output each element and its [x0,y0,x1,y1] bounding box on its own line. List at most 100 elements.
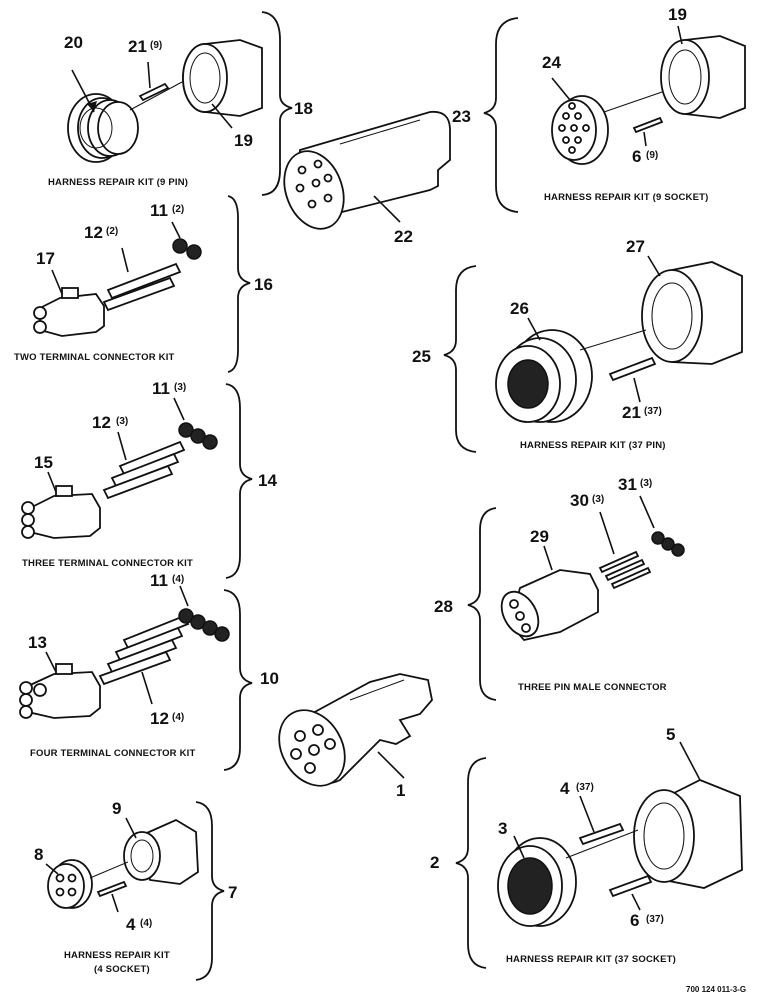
callout-12-c: 12 [150,709,169,728]
qty-12-3: (3) [116,416,128,427]
caption-four-terminal: FOUR TERMINAL CONNECTOR KIT [30,748,196,759]
kit-three-pin-male-group: 29 30 (3) 31 (3) THREE PIN MALE CONNECTO… [434,475,685,701]
part-20-receptacle [67,93,139,163]
caption-kit-9-pin: HARNESS REPAIR KIT (9 PIN) [48,177,188,188]
callout-11: 11 [150,201,168,220]
callout-29: 29 [530,527,549,546]
callout-31: 31 [618,475,637,494]
caption-kit-37-socket: HARNESS REPAIR KIT (37 SOCKET) [506,954,676,965]
brace-28 [467,507,497,701]
callout-15: 15 [34,453,53,472]
callout-21-b: 21 [622,403,641,422]
brace-14 [225,383,253,579]
callout-11-b: 11 [152,379,170,398]
callout-21: 21 [128,37,147,56]
part-17-connector [33,287,105,337]
qty-4-37: (37) [576,782,594,793]
qty-21-37: (37) [644,406,662,417]
caption-two-terminal: TWO TERMINAL CONNECTOR KIT [14,352,175,363]
drawing-reference: 700 124 011-3-G [686,985,746,994]
part-24-socket-insert [551,95,609,165]
part-1-plug-group: 1 [278,673,433,800]
qty-21: (9) [150,40,162,51]
callout-19-b: 19 [668,5,687,24]
callout-7: 7 [228,883,237,902]
part-19-shell [182,39,263,117]
callout-10: 10 [260,669,279,688]
caption-three-terminal: THREE TERMINAL CONNECTOR KIT [22,558,193,569]
callout-12-b: 12 [92,413,111,432]
part-12-terminals [102,262,182,312]
part-30-pins [598,550,652,590]
qty-6-9: (9) [646,150,658,161]
callout-12: 12 [84,223,103,242]
caption-kit-37-pin: HARNESS REPAIR KIT (37 PIN) [520,440,666,451]
brace-10 [223,589,253,771]
part-13-connector [19,663,101,719]
caption-kit-9-socket: HARNESS REPAIR KIT (9 SOCKET) [544,192,709,203]
callout-27: 27 [626,237,645,256]
callout-11-c: 11 [150,571,168,590]
brace-7 [195,801,225,981]
callout-4-b: 4 [126,915,136,934]
brace-2 [455,757,487,969]
callout-23: 23 [452,107,471,126]
kit-9-pin-group: 20 21 (9) 19 HARNESS REPAIR KIT (9 PIN) … [48,11,313,196]
callout-1: 1 [396,781,405,800]
part-12-terminals-b [102,440,186,500]
part-6-socket-contact [632,116,664,134]
part-31-seals [651,531,685,557]
qty-30-3: (3) [592,494,604,505]
part-12-terminals-c [98,614,190,686]
qty-11-2: (2) [172,204,184,215]
qty-12-4: (4) [172,712,184,723]
callout-6: 6 [632,147,641,166]
part-29-male-connector [500,569,599,641]
part-5-shell [633,779,743,889]
kit-two-terminal-group: 17 12 (2) 11 (2) TWO TERMINAL CONNECTOR … [14,195,273,373]
part-11-seals-c [178,608,230,642]
caption-kit-4-socket-line2: (4 SOCKET) [94,964,150,975]
caption-three-pin-male: THREE PIN MALE CONNECTOR [518,682,667,693]
part-26-receptacle [495,329,593,423]
brace-16 [227,195,251,373]
kit-four-terminal-group: 13 12 (4) 11 (4) FOUR TERMINAL CONNECTOR… [19,571,279,771]
kit-37-pin-group: 26 27 21 (37) HARNESS REPAIR KIT (37 PIN… [412,237,743,453]
qty-6-37: (37) [646,914,664,925]
callout-8: 8 [34,845,43,864]
brace-23 [483,17,519,213]
callout-9: 9 [112,799,121,818]
callout-6-b: 6 [630,911,639,930]
part-3-socket-insert [497,837,577,927]
kit-9-socket-group: 24 19 6 (9) HARNESS REPAIR KIT (9 SOCKET… [452,5,746,213]
qty-11-3: (3) [174,382,186,393]
part-15-connector [21,485,101,539]
callout-20: 20 [64,33,83,52]
callout-28: 28 [434,597,453,616]
part-6-contact-b [608,874,653,898]
callout-19: 19 [234,131,253,150]
part-8-insert [47,859,93,909]
qty-4-4: (4) [140,918,152,929]
part-4-contact [96,880,128,898]
callout-30: 30 [570,491,589,510]
part-11-seals-b [178,422,218,450]
callout-17: 17 [36,249,55,268]
callout-13: 13 [28,633,47,652]
part-21-pin-b [608,356,657,382]
part-22-plug-group: 22 [283,110,451,246]
qty-31-3: (3) [640,478,652,489]
callout-4: 4 [560,779,570,798]
kit-4-socket-group: 8 9 4 (4) HARNESS REPAIR KIT (4 SOCKET) … [34,799,237,981]
part-11-seals [172,238,202,260]
part-27-shell [641,261,743,365]
brace-18 [261,11,293,196]
callout-14: 14 [258,471,277,490]
callout-2: 2 [430,853,439,872]
part-21-pin [138,82,170,102]
part-4-contact-b [578,822,625,846]
callout-25: 25 [412,347,431,366]
callout-16: 16 [254,275,273,294]
callout-26: 26 [510,299,529,318]
